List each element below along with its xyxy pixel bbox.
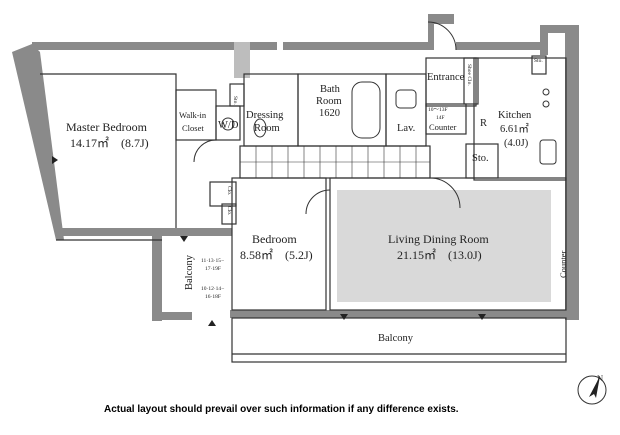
lav-label: Lav. bbox=[397, 123, 415, 134]
counter-note-1: 10～13F bbox=[428, 107, 448, 113]
room-labels: Master Bedroom 14.17㎡ (8.7J) Walk-in Clo… bbox=[66, 58, 568, 344]
clo-2-label: Clo. bbox=[226, 206, 232, 216]
dressing-room-label-2: Room bbox=[254, 123, 280, 134]
walk-in-closet-label-1: Walk-in bbox=[179, 110, 207, 120]
clo-1-label: Clo. bbox=[226, 186, 232, 196]
master-bedroom-area: 14.17㎡ (8.7J) bbox=[70, 136, 149, 150]
bath-room-label-1: Bath bbox=[320, 84, 341, 95]
sto-1-label: Sto. bbox=[232, 96, 238, 105]
ldr-label: Living Dining Room bbox=[388, 232, 489, 246]
entrance-label: Entrance bbox=[427, 72, 465, 83]
bedroom-label: Bedroom bbox=[252, 232, 297, 246]
floor-note-2a: 10·12·14− bbox=[201, 286, 224, 292]
sto-2-label: Sto. bbox=[534, 58, 543, 64]
dressing-room-label-1: Dressing bbox=[246, 110, 284, 121]
fixtures bbox=[193, 21, 557, 215]
balcony-bottom-label: Balcony bbox=[378, 333, 414, 344]
corridor-tiles bbox=[240, 146, 430, 178]
counter-note-2: 14F bbox=[436, 115, 445, 121]
counter-note-3: Counter bbox=[429, 122, 457, 132]
balcony-markers bbox=[52, 156, 486, 326]
sto-3-label: Sto. bbox=[472, 153, 489, 164]
disclaimer-text: Actual layout should prevail over such i… bbox=[104, 404, 459, 415]
bedroom-area: 8.58㎡ (5.2J) bbox=[240, 248, 313, 262]
shoe-closet-label: Shoe Clo. bbox=[466, 64, 472, 86]
exterior-walls bbox=[12, 14, 579, 321]
ldr-area: 21.15㎡ (13.0J) bbox=[397, 248, 482, 262]
north-label: N bbox=[597, 373, 603, 383]
walk-in-closet-label-2: Closet bbox=[182, 123, 204, 133]
kitchen-area: 6.61㎡ bbox=[500, 123, 529, 135]
north-arrow-icon: N bbox=[577, 373, 607, 405]
kitchen-label: Kitchen bbox=[498, 110, 532, 121]
balcony-side-label: Balcony bbox=[184, 254, 195, 290]
floor-note-2b: 16·18F bbox=[205, 294, 221, 300]
ldr-floor bbox=[337, 190, 551, 302]
counter-side-label: Counter bbox=[558, 250, 568, 278]
floor-note-1b: 17·19F bbox=[205, 266, 221, 272]
kitchen-jo: (4.0J) bbox=[504, 138, 529, 149]
bath-room-size: 1620 bbox=[319, 108, 340, 119]
bath-room-label-2: Room bbox=[316, 96, 342, 107]
r-label: R bbox=[480, 118, 487, 129]
wd-label: W/D bbox=[218, 120, 239, 131]
floor-note-1a: 11·13·15− bbox=[201, 258, 224, 264]
master-bedroom-label: Master Bedroom bbox=[66, 120, 148, 134]
